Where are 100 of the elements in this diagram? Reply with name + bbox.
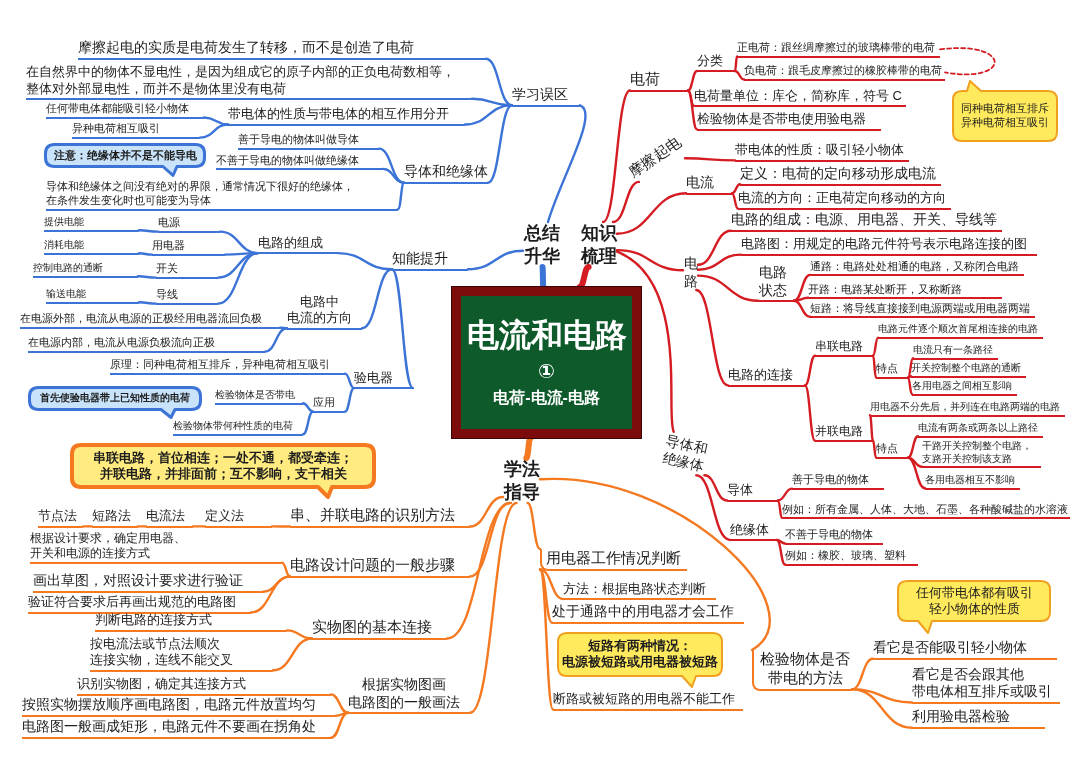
branch-label: 串、并联电路的识别方法 <box>290 506 470 528</box>
branch-label: 不善于导电的物体 <box>785 528 883 545</box>
branch-line <box>360 268 394 330</box>
branch-line <box>615 250 675 433</box>
branch-label: 检验物体带何种性质的电荷 <box>173 420 303 436</box>
branch-line <box>538 478 771 652</box>
branch-line <box>445 501 513 640</box>
branch-line <box>463 104 514 126</box>
branch-label: 学习误区 <box>512 86 580 107</box>
branch-line <box>396 181 406 211</box>
branch-line <box>850 688 914 729</box>
branch-label: 按照实物摆放顺序画电路图，电路元件放置均匀 <box>22 697 336 717</box>
branch-line <box>198 123 230 139</box>
branch-line <box>871 439 878 459</box>
branch-line <box>615 192 688 235</box>
branch-line <box>906 375 913 379</box>
branch-label: 验电器 <box>354 370 413 390</box>
branch-label: 检验物体是否带电的方法 <box>752 650 852 691</box>
branch-label: 电流 <box>686 174 732 195</box>
branch-line <box>792 296 810 302</box>
branch-line <box>695 288 730 387</box>
branch-label: 开关控制整个电路的通断 <box>911 362 1026 378</box>
branch-label: 用电器 <box>152 239 225 256</box>
branch-label: 检验物体是否带电 <box>215 389 303 405</box>
branch-label: 电路 <box>683 255 698 290</box>
branch-label: 电路状态 <box>758 264 794 302</box>
branch-label: 输送电能 <box>46 288 139 304</box>
branch-line <box>381 167 406 184</box>
branch-line <box>686 69 699 92</box>
branch-label: 在电源外部，电流从电源的正极经用电器流回负极 <box>20 312 280 329</box>
callout-bubble: 同种电荷相互排斥异种电荷相互吸引 <box>952 80 1058 142</box>
branch-label: 节点法 <box>38 509 83 528</box>
branch-line <box>486 104 514 184</box>
branch-label: 看它是否能吸引轻小物体 <box>873 640 1057 660</box>
branch-label: 利用验电器检验 <box>912 709 1045 729</box>
branch-line <box>906 376 914 396</box>
branch-line <box>776 499 784 520</box>
branch-label: 带电体的性质：吸引轻小物体 <box>735 142 909 162</box>
branch-label: 异种电荷相互吸引 <box>72 122 200 139</box>
branch-label: 开路：电路某处断开，又称断路 <box>808 282 1002 299</box>
branch-line <box>803 384 817 442</box>
branch-label: 应用 <box>313 396 345 413</box>
branch-label: 消耗电能 <box>44 239 139 255</box>
branch-label: 串联电路 <box>815 339 873 357</box>
branch-line <box>803 354 817 387</box>
branch-line <box>686 89 699 131</box>
branch-label: 短路法 <box>92 509 138 528</box>
branch-label: 电流法 <box>146 509 193 528</box>
branch-line <box>868 414 875 442</box>
branch-label: 各用电器之间相互影响 <box>912 380 1017 396</box>
branch-label: 并联电路 <box>815 424 873 442</box>
branch-label: 电路的组成 <box>258 235 338 255</box>
branch-label: 导线 <box>156 288 218 305</box>
dashed-curve <box>939 47 996 76</box>
branch-line <box>538 568 555 711</box>
branch-label: 判断电路的连接方式 <box>95 612 287 632</box>
branch-label: 断路或被短路的用电器不能工作 <box>553 691 743 711</box>
branch-label: 画出草图，对照设计要求进行验证 <box>33 573 263 593</box>
branch-line <box>546 104 587 224</box>
branch-label: 特点 <box>876 442 908 459</box>
branch-label: 导体和绝缘体之间没有绝对的界限，通常情况下很好的绝缘体，在条件发生变化时也可能变为导体 <box>46 180 398 211</box>
branch-label: 验证符合要求后再画出规范的电路图 <box>28 594 251 614</box>
branch-line <box>136 525 148 528</box>
branch-label: 例如：所有金属、人体、大地、石墨、各种酸碱盐的水溶液 <box>782 502 1070 520</box>
branch-label: 实物图的基本连接 <box>312 618 447 640</box>
branch-label: 电路元件逐个顺次首尾相连接的电路 <box>878 323 1043 339</box>
branch-label: 根据实物图画电路图的一般画法 <box>348 676 470 714</box>
branch-label: 原理：同种电荷相互排斥，异种电荷相互吸引 <box>110 358 345 375</box>
branch-label: 电荷 <box>630 70 688 92</box>
branch-line <box>776 487 794 502</box>
title-box: 电流和电路 ① 电荷-电流-电路 <box>452 287 641 438</box>
branch-label: 电路图：用规定的电路元件符号表示电路连接的图 <box>741 236 1037 256</box>
callout-bubble: 任何带电体都有吸引轻小物体的性质 <box>897 580 1051 634</box>
branch-label: 提供电能 <box>44 216 139 232</box>
branch-line <box>792 299 812 318</box>
branch-line <box>263 327 289 353</box>
branch-label: 不善于导电的物体叫做绝缘体 <box>216 153 383 171</box>
branch-label: 在自然界中的物体不显电性，是因为组成它的原子内部的正负电荷数相等，整体对外部显电性，而并不是物体里没有电荷 <box>26 64 472 100</box>
branch-line <box>329 711 350 739</box>
branch-label: 善于导电的物体叫做导体 <box>238 133 379 150</box>
branch-label: 定义法 <box>205 509 272 528</box>
branch-line <box>137 301 158 305</box>
branch-label: 控制电路的通断 <box>33 262 138 278</box>
branch-label: 各用电器相互不影响 <box>925 474 1020 490</box>
branch-line <box>906 456 927 490</box>
branch-label: 绝缘体 <box>730 522 777 542</box>
branch-label: 分类 <box>697 53 735 73</box>
branch-label: 例如：橡胶、玻璃、塑料 <box>785 549 918 566</box>
branch-line <box>343 372 356 390</box>
branch-line <box>538 568 565 601</box>
branch-line <box>733 55 739 73</box>
branch-line <box>466 249 525 271</box>
callout-bubble: 首先使验电器带上已知性质的电荷 <box>28 386 202 419</box>
branch-label: 看它是否会跟其他带电体相互排斥或吸引 <box>912 667 1060 704</box>
branch-heading: 知识梳理 <box>580 222 617 267</box>
branch-heading: 总结升华 <box>523 222 560 267</box>
branch-line <box>730 183 742 195</box>
branch-label: 导体和绝缘体 <box>659 431 711 476</box>
branch-line <box>390 268 415 390</box>
branch-line <box>343 386 356 413</box>
